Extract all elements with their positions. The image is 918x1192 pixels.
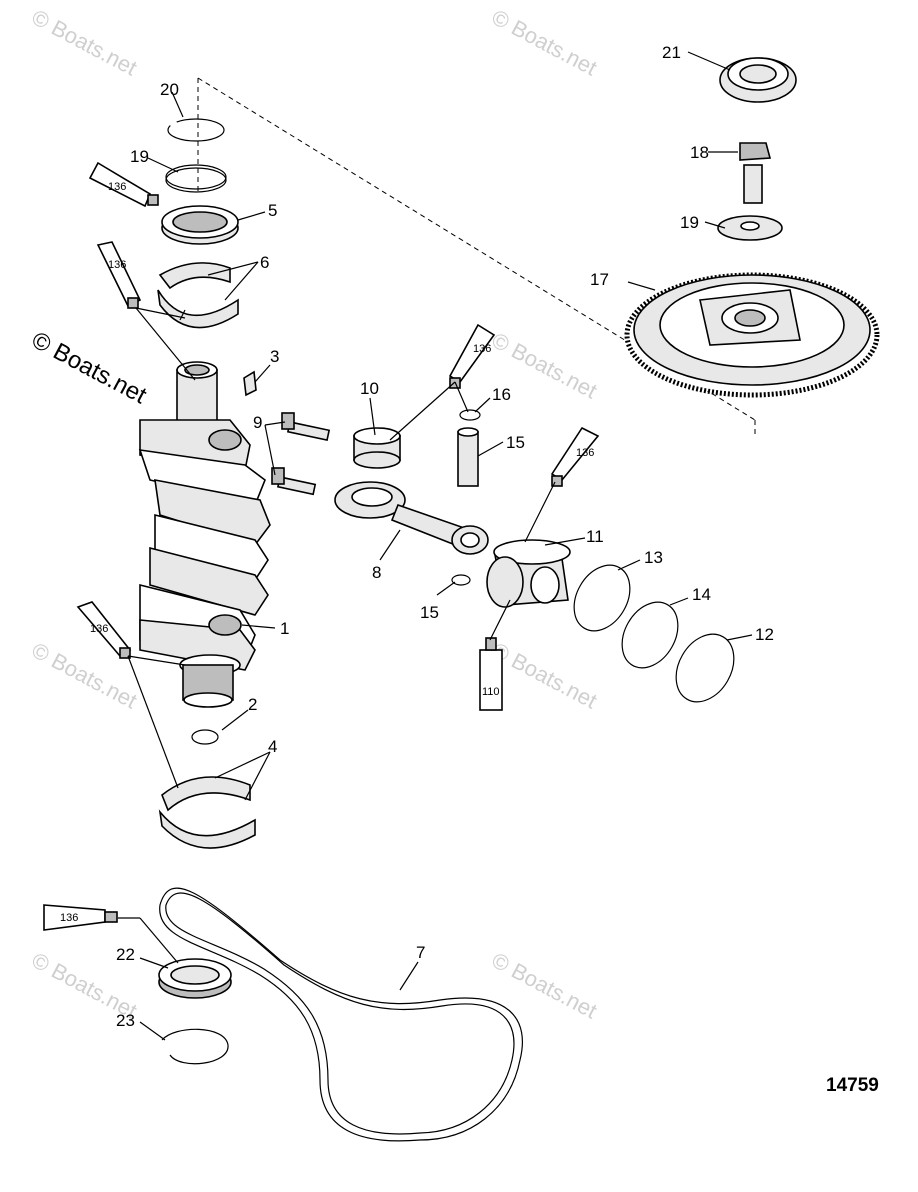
callout-21: 20	[160, 80, 179, 99]
callout-15: 15	[506, 433, 525, 452]
callout-4: 4	[268, 737, 277, 756]
part-9-bolts	[271, 412, 331, 496]
sealant-tube: 136	[76, 601, 132, 659]
callout-3: 3	[270, 347, 279, 366]
part-11-piston	[486, 539, 571, 608]
sealant-tube: 136	[96, 241, 142, 309]
part-17-flywheel	[624, 272, 880, 398]
part-16-clip	[459, 409, 481, 421]
part-23-seal	[158, 958, 232, 999]
callout-23: 22	[116, 945, 135, 964]
part-10-bushing	[353, 427, 401, 469]
callout-15-lower: 15	[420, 603, 439, 622]
svg-text:110: 110	[482, 686, 500, 698]
part-18-bolt	[739, 142, 772, 204]
part-14-ring	[621, 601, 679, 669]
svg-text:136: 136	[108, 259, 126, 271]
sealant-tube: 136	[550, 426, 600, 487]
callout-11: 11	[586, 527, 604, 546]
part-15-piston-pin	[457, 427, 479, 487]
watermark: © Boats.net	[27, 326, 151, 409]
callout-10: 10	[360, 379, 379, 398]
callout-18: 18	[690, 143, 709, 162]
sealant-tube: 136	[43, 904, 118, 931]
part-15-clip	[451, 574, 471, 586]
watermark: © Boats.net	[488, 4, 602, 80]
svg-text:136: 136	[60, 912, 78, 924]
callout-1: 1	[280, 619, 289, 638]
callout-19: 19	[680, 213, 699, 232]
callout-17: 17	[590, 270, 609, 289]
part-7-belt	[159, 887, 524, 1142]
callout-14: 14	[692, 585, 711, 604]
part-8-connecting-rod	[334, 481, 489, 555]
part-21-retaining-ring	[167, 118, 225, 142]
watermark: © Boats.net	[488, 637, 602, 713]
leader-lines	[118, 51, 753, 1041]
watermarks: © Boats.net © Boats.net © Boats.net © Bo…	[27, 4, 601, 1023]
part-3-key	[243, 370, 257, 397]
callout-2: 2	[248, 695, 257, 714]
callout-7: 7	[416, 943, 425, 962]
callout-13: 13	[644, 548, 663, 567]
sealant-tube: 136	[448, 323, 496, 389]
part-13-ring	[573, 564, 631, 632]
diagram-number: 14759	[826, 1075, 879, 1096]
callout-12: 12	[755, 625, 774, 644]
callout-6: 6	[260, 253, 269, 272]
part-1-crankshaft	[138, 361, 271, 708]
callout-16: 16	[492, 385, 511, 404]
callout-9: 9	[253, 413, 262, 432]
part-22-plug	[719, 57, 797, 103]
part-20-ring	[165, 164, 227, 193]
part-19-washer	[717, 215, 783, 241]
callout-20: 19	[130, 147, 149, 166]
svg-text:136: 136	[90, 623, 108, 635]
callout-24: 23	[116, 1011, 135, 1030]
callout-5: 5	[268, 201, 277, 220]
part-12-ring	[675, 633, 735, 703]
part-2-washer	[191, 729, 219, 745]
sealant-tube: 110	[479, 637, 503, 711]
part-24-ring	[161, 1028, 229, 1065]
part-4-bearing	[158, 776, 256, 849]
part-6-bearing	[157, 262, 239, 329]
svg-text:136: 136	[473, 343, 491, 355]
watermark: © Boats.net	[28, 4, 142, 80]
callout-8: 8	[372, 563, 381, 582]
callout-22: 21	[662, 43, 681, 62]
callouts: 20 19 5 6 3 9 10 16 15 11 13 14 12 8 15 …	[116, 43, 774, 1030]
svg-text:136: 136	[576, 447, 594, 459]
part-5-seal	[161, 205, 239, 245]
watermark: © Boats.net	[488, 947, 602, 1023]
svg-text:136: 136	[108, 181, 126, 193]
sealant-tube: 136	[88, 161, 159, 208]
